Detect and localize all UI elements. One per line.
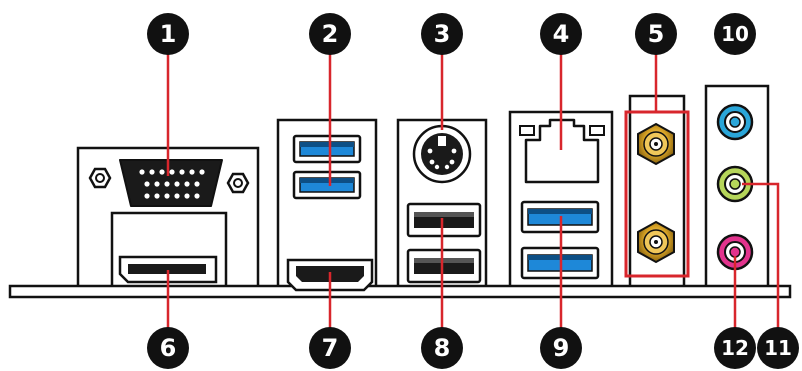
callout-5: 5 xyxy=(635,13,677,55)
callout-4: 4 xyxy=(540,13,582,55)
svg-text:10: 10 xyxy=(721,22,749,46)
vga-pin xyxy=(174,181,180,187)
io-shield-baseline xyxy=(8,284,792,299)
vga-pin xyxy=(154,193,160,199)
callout-1: 1 xyxy=(147,13,189,55)
audio-jack-icon xyxy=(716,103,754,141)
callout-8: 8 xyxy=(421,327,463,369)
vga-pin xyxy=(144,193,150,199)
vga-pin xyxy=(194,193,200,199)
svg-text:5: 5 xyxy=(648,20,665,48)
lan-port-icon xyxy=(519,118,605,184)
wifi-antenna-group xyxy=(624,94,690,286)
vga-pin xyxy=(144,181,150,187)
callout-10: 10 xyxy=(714,13,756,55)
wifi-antenna-connector-icon xyxy=(637,122,675,166)
wifi-antenna-connector-icon xyxy=(637,220,675,264)
usb-hdmi-group xyxy=(276,118,378,292)
callout-11: 11 xyxy=(757,327,799,369)
displayport-icon xyxy=(118,255,218,284)
callout-7: 7 xyxy=(309,327,351,369)
ps2-port-icon xyxy=(412,124,472,184)
vga-pin xyxy=(169,169,175,175)
svg-text:7: 7 xyxy=(322,334,339,362)
callout-3: 3 xyxy=(421,13,463,55)
vga-pin xyxy=(154,181,160,187)
vga-screw-right xyxy=(226,172,250,194)
vga-pin xyxy=(199,169,205,175)
vga-pin xyxy=(159,169,165,175)
vga-pin xyxy=(184,181,190,187)
svg-text:12: 12 xyxy=(721,336,749,360)
vga-pin xyxy=(149,169,155,175)
callout-9: 9 xyxy=(540,327,582,369)
callout-2: 2 xyxy=(309,13,351,55)
svg-text:6: 6 xyxy=(160,334,177,362)
audio-jack-icon xyxy=(716,165,754,203)
vga-pin xyxy=(189,169,195,175)
vga-port-icon xyxy=(119,159,223,207)
audio-jack-group xyxy=(704,84,770,286)
usb2-port-icon xyxy=(406,202,482,238)
usb2-port-icon xyxy=(406,248,482,284)
leader-line-11 xyxy=(742,182,780,330)
vga-displayport-group xyxy=(76,146,260,286)
vga-pin xyxy=(164,181,170,187)
svg-text:3: 3 xyxy=(434,20,451,48)
leader-lines xyxy=(166,54,780,330)
vga-pin xyxy=(139,169,145,175)
vga-screw-left xyxy=(88,167,112,189)
vga-pin xyxy=(194,181,200,187)
svg-text:2: 2 xyxy=(322,20,339,48)
svg-text:1: 1 xyxy=(160,20,177,48)
vga-pin xyxy=(179,169,185,175)
ps2-usb-group xyxy=(396,118,488,286)
vga-pin xyxy=(164,193,170,199)
svg-text:8: 8 xyxy=(434,334,451,362)
audio-jack-icon xyxy=(716,233,754,271)
callout-12: 12 xyxy=(714,327,756,369)
callout-6: 6 xyxy=(147,327,189,369)
usb3-port-icon xyxy=(292,170,362,200)
svg-text:4: 4 xyxy=(553,20,570,48)
vga-pin xyxy=(174,193,180,199)
svg-text:9: 9 xyxy=(553,334,570,362)
vga-pin xyxy=(184,193,190,199)
svg-text:11: 11 xyxy=(764,336,792,360)
usb3-port-icon xyxy=(292,134,362,164)
